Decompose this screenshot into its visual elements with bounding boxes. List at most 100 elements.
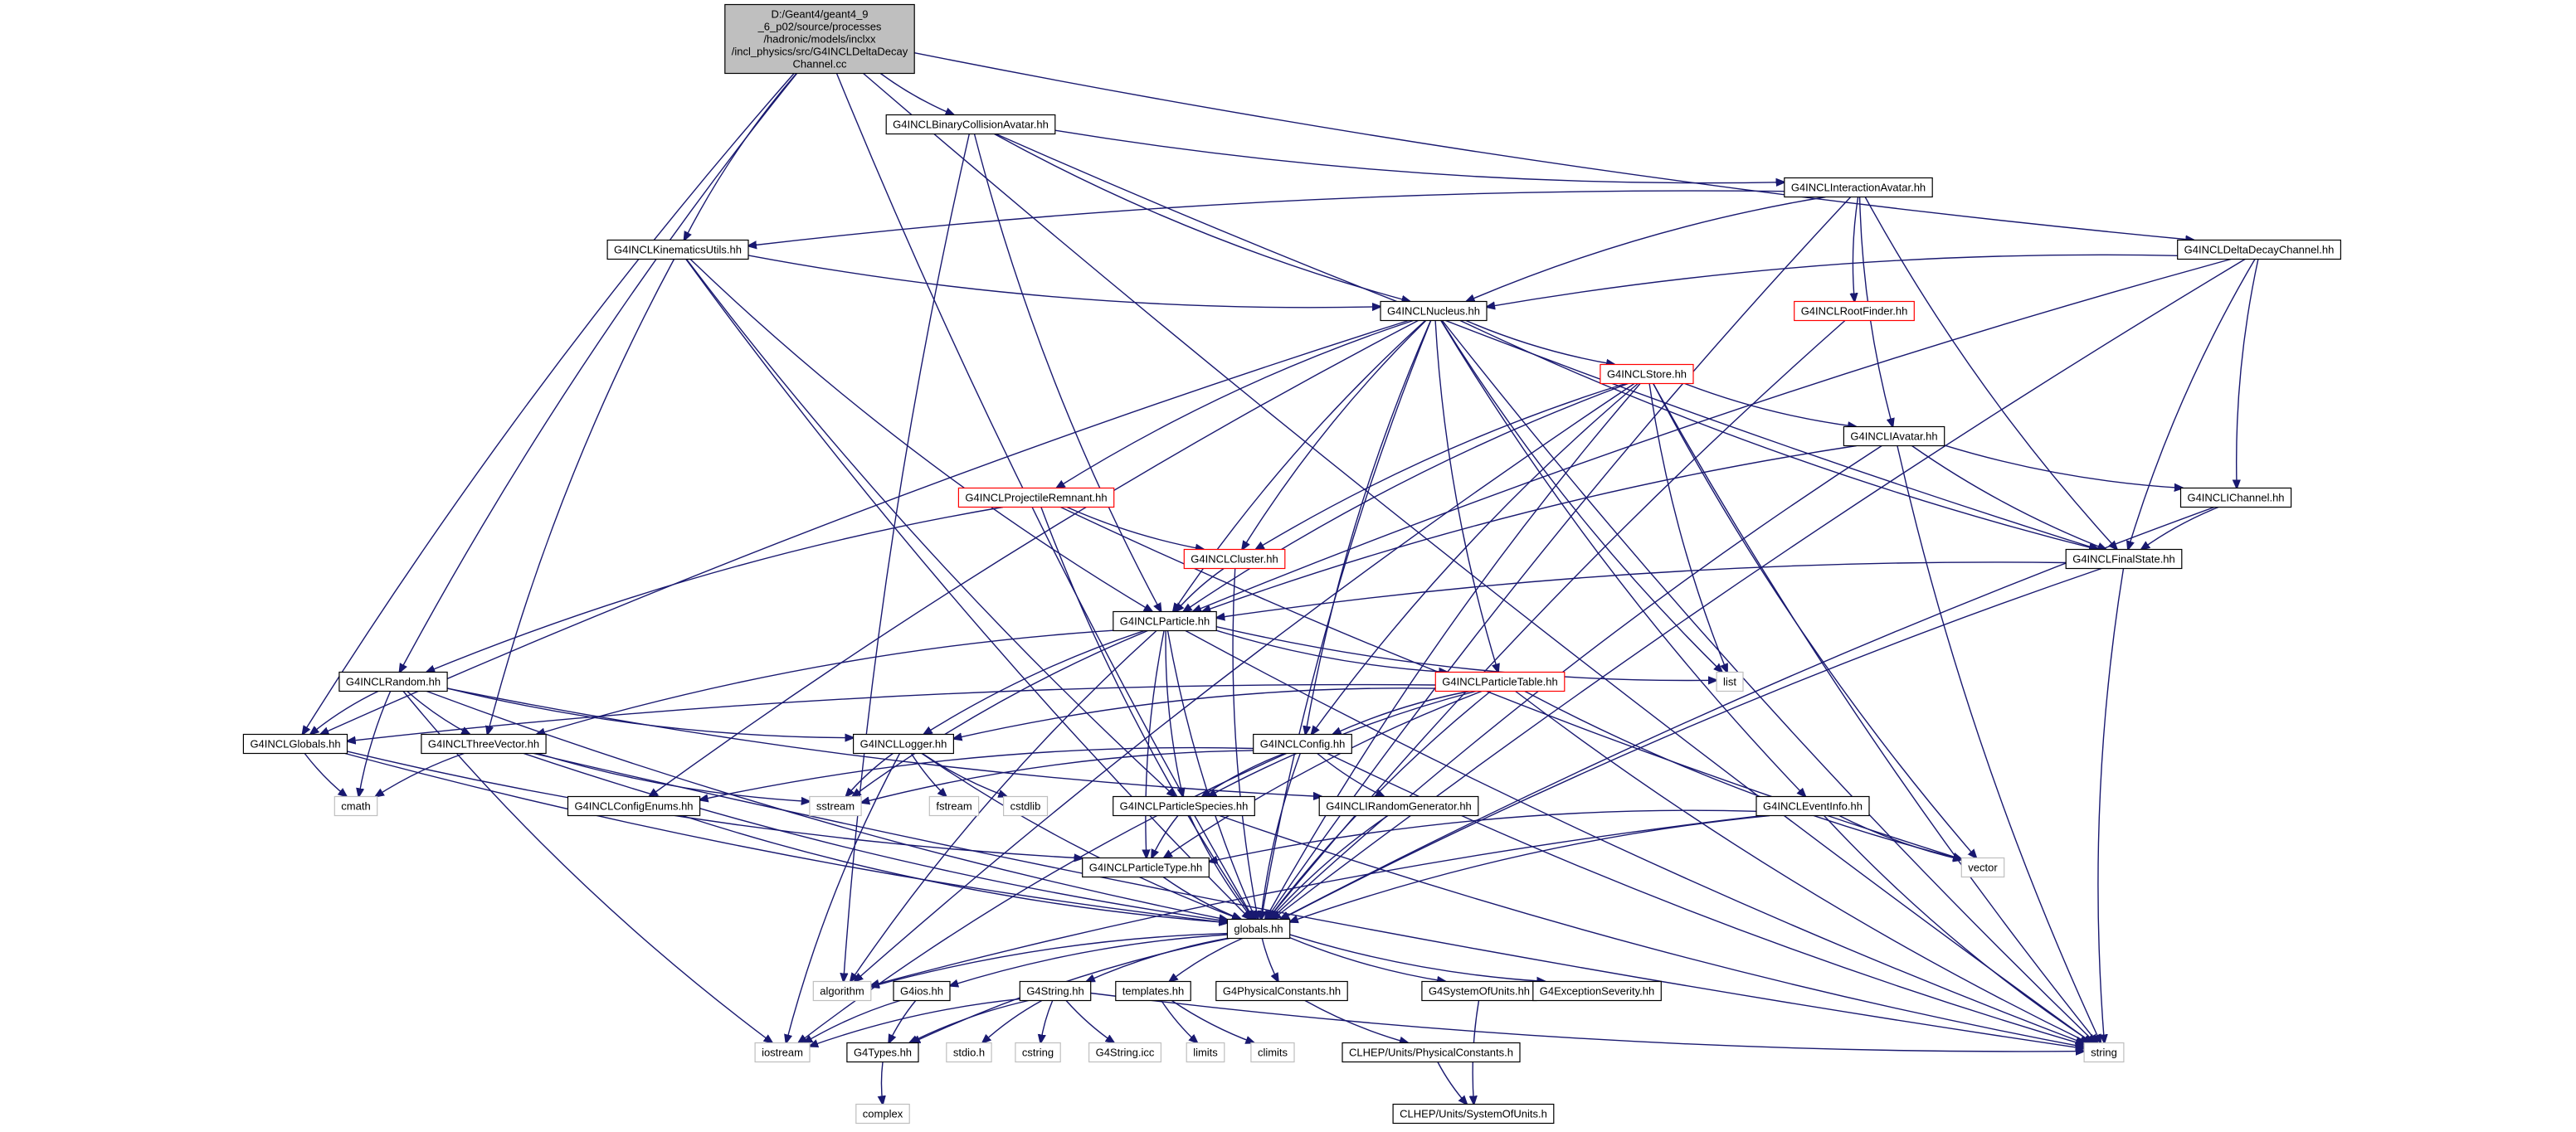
node-box (1960, 857, 2005, 878)
edge-store-to-vector (1653, 383, 1976, 858)
node-glob[interactable]: G4INCLGlobals.hh (242, 733, 348, 755)
node-part[interactable]: G4INCLParticle.hh (1113, 610, 1217, 632)
edge-ps-to-pt (1152, 815, 1179, 858)
node-cl[interactable]: G4INCLCluster.hh (1183, 548, 1286, 570)
edge-ptab-to-log (953, 687, 1436, 739)
edge-ei-to-pt (1209, 809, 1757, 862)
node-ich[interactable]: G4INCLIChannel.hh (2179, 487, 2292, 508)
node-ei[interactable]: G4INCLEventInfo.hh (1755, 795, 1870, 817)
node-label: G4INCLKinematicsUtils.hh (614, 244, 742, 256)
node-rand[interactable]: G4INCLRandom.hh (338, 671, 448, 692)
edge-globals-to-templ (1170, 937, 1243, 982)
node-cstring: cstring (1015, 1042, 1061, 1063)
edge-ptab-to-pt (1164, 690, 1483, 858)
node-box (1088, 1042, 1161, 1063)
edge-cfg-to-ps (1202, 752, 1285, 797)
node-label: G4SystemOfUnits.hh (1429, 985, 1530, 998)
edge-clhep_pc-to-clhep_su (1437, 1062, 1467, 1105)
node-box (1253, 733, 1352, 755)
edge-ei-to-globals (1290, 814, 1770, 922)
node-complex: complex (855, 1103, 910, 1125)
edge-ku-to-tv (488, 259, 675, 735)
node-label: D:/Geant4/geant4_9 (771, 8, 868, 21)
edge-rf-to-globals (1268, 319, 1846, 920)
node-climits: climits (1250, 1042, 1295, 1063)
node-label: Channel.cc (792, 58, 847, 70)
edge-store-to-globals (1265, 383, 1641, 920)
edge-rand-to-irg (446, 687, 1322, 796)
node-box (1716, 671, 1744, 692)
node-g4ios[interactable]: G4ios.hh (893, 980, 951, 1002)
edge-ps-to-globals (1189, 815, 1253, 920)
edge-ei-to-algorithm (871, 814, 1763, 986)
node-box (1250, 1042, 1295, 1063)
edge-g4str-to-g4types (909, 999, 1029, 1043)
node-label: G4Types.hh (854, 1047, 912, 1059)
edge-part-to-ptab (1215, 629, 1447, 672)
node-store[interactable]: G4INCLStore.hh (1600, 363, 1694, 385)
node-pr[interactable]: G4INCLProjectileRemnant.hh (957, 487, 1115, 508)
node-g4pc[interactable]: G4PhysicalConstants.hh (1215, 980, 1348, 1002)
edge-ce-to-globals (682, 814, 1228, 923)
edge-tv-to-sstream (537, 752, 810, 802)
node-nuc[interactable]: G4INCLNucleus.hh (1380, 300, 1488, 322)
node-box (724, 3, 915, 75)
node-label: G4INCLThreeVector.hh (428, 738, 539, 751)
edge-store-to-string (1653, 383, 2098, 1043)
edge-cfg-to-sstream (861, 750, 1254, 803)
node-tv[interactable]: G4INCLThreeVector.hh (421, 733, 547, 755)
node-iav[interactable]: G4INCLIAvatar.hh (1843, 425, 1945, 447)
node-cfg[interactable]: G4INCLConfig.hh (1253, 733, 1352, 755)
node-box (928, 795, 980, 817)
edge-root-to-rand (400, 73, 798, 673)
node-label: G4INCLLogger.hh (860, 738, 947, 751)
node-label: G4INCLConfigEnums.hh (574, 800, 693, 813)
node-label: G4INCLParticleType.hh (1089, 862, 1203, 874)
node-pt[interactable]: G4INCLParticleType.hh (1082, 857, 1210, 878)
node-list: list (1716, 671, 1744, 692)
node-label: G4INCLConfig.hh (1260, 738, 1346, 751)
node-clhep_pc[interactable]: CLHEP/Units/PhysicalConstants.h (1342, 1042, 1521, 1063)
node-sstream: sstream (809, 795, 862, 817)
node-label: G4INCLFinalState.hh (2072, 553, 2175, 566)
node-g4types[interactable]: G4Types.hh (846, 1042, 919, 1063)
node-ku[interactable]: G4INCLKinematicsUtils.hh (606, 239, 749, 260)
node-g4es[interactable]: G4ExceptionSeverity.hh (1532, 980, 1662, 1002)
node-box (885, 114, 1056, 135)
node-fs[interactable]: G4INCLFinalState.hh (2065, 548, 2183, 570)
node-box (2179, 487, 2292, 508)
node-string: string (2083, 1042, 2125, 1063)
edge-cl-to-globals (1232, 568, 1258, 920)
node-box (1183, 548, 1286, 570)
node-bca[interactable]: G4INCLBinaryCollisionAvatar.hh (885, 114, 1056, 135)
node-g4str[interactable]: G4String.hh (1019, 980, 1092, 1002)
node-label: G4INCLRandom.hh (346, 676, 441, 688)
edge-nuc-to-globals (1261, 320, 1432, 920)
node-clhep_su[interactable]: CLHEP/Units/SystemOfUnits.h (1392, 1103, 1555, 1125)
edge-rand-to-globals (426, 690, 1227, 921)
node-ddc[interactable]: G4INCLDeltaDecayChannel.hh (2177, 239, 2341, 260)
node-irg[interactable]: G4INCLIRandomGenerator.hh (1318, 795, 1479, 817)
node-rf[interactable]: G4INCLRootFinder.hh (1794, 300, 1915, 322)
node-g4su[interactable]: G4SystemOfUnits.hh (1421, 980, 1537, 1002)
node-templ[interactable]: templates.hh (1115, 980, 1191, 1002)
node-ia[interactable]: G4INCLInteractionAvatar.hh (1784, 177, 1933, 198)
node-log[interactable]: G4INCLLogger.hh (852, 733, 954, 755)
node-box (242, 733, 348, 755)
node-ptab[interactable]: G4INCLParticleTable.hh (1434, 671, 1566, 692)
edge-templ-to-limits (1161, 1000, 1197, 1043)
edge-g4str-to-iostream (810, 998, 1020, 1047)
node-root[interactable]: D:/Geant4/geant4_9_6_p02/source/processe… (724, 3, 915, 75)
edge-store-to-list (1648, 383, 1727, 673)
node-vector: vector (1960, 857, 2005, 878)
node-label: /incl_physics/src/G4INCLDeltaDecay (732, 46, 908, 58)
edge-ei-to-vector (1838, 814, 1961, 860)
edge-nuc-to-cl (1242, 319, 1427, 550)
edge-pr-to-cl (1066, 506, 1204, 550)
node-ps[interactable]: G4INCLParticleSpecies.hh (1113, 795, 1255, 817)
node-ce[interactable]: G4INCLConfigEnums.hh (567, 795, 701, 817)
node-globals[interactable]: globals.hh (1226, 918, 1291, 940)
edge-tv-to-globals (523, 752, 1227, 922)
node-label: G4INCLRootFinder.hh (1801, 305, 1908, 318)
edge-tv-to-cmath (376, 752, 465, 797)
